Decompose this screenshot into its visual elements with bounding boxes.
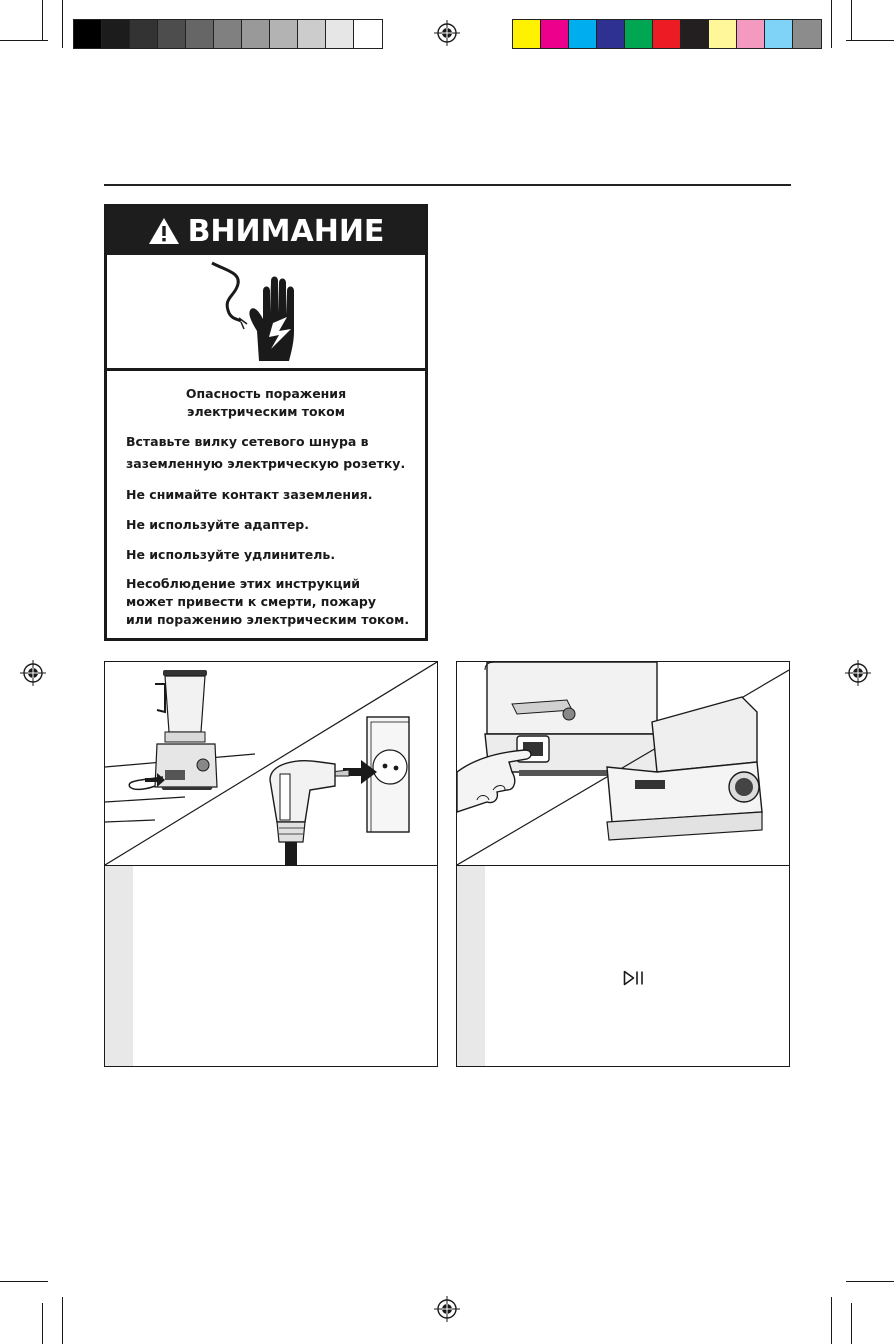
- grayscale-swatch: [102, 20, 130, 48]
- process-color-swatch: [569, 20, 597, 48]
- process-color-bar: [512, 19, 822, 49]
- warning-title-line-2: электрическим током: [187, 404, 345, 419]
- warning-instruction-line-1: Вставьте вилку сетевого шнура в: [126, 434, 369, 449]
- process-color-swatch: [653, 20, 681, 48]
- warning-heading: ВНИМАНИЕ: [187, 213, 385, 249]
- crop-mark-bottom-left-v: [42, 1303, 43, 1344]
- blender-plug-illustration: [105, 662, 437, 866]
- crop-mark-bottom-right-h: [846, 1281, 894, 1282]
- crop-mark-top-left-v2: [62, 0, 63, 48]
- blender-small-icon: [154, 670, 218, 790]
- plug-in-illustration: [105, 662, 437, 866]
- grayscale-color-bar: [73, 19, 383, 49]
- process-color-swatch: [625, 20, 653, 48]
- power-switch-illustration: [457, 662, 789, 866]
- process-color-swatch: [709, 20, 737, 48]
- warning-header: ВНИМАНИЕ: [107, 207, 425, 255]
- warning-title-line-1: Опасность поражения: [185, 386, 347, 401]
- process-color-swatch: [541, 20, 569, 48]
- grayscale-swatch: [270, 20, 298, 48]
- electric-shock-hand-icon: [211, 261, 294, 361]
- grayscale-swatch: [214, 20, 242, 48]
- step-panel-plug-in: [104, 661, 438, 1067]
- grayscale-swatch: [354, 20, 382, 48]
- crop-mark-top-right-v2: [831, 0, 832, 48]
- process-color-swatch: [737, 20, 765, 48]
- registration-mark-top: [434, 20, 460, 46]
- grayscale-swatch: [130, 20, 158, 48]
- grayscale-swatch: [158, 20, 186, 48]
- crop-mark-bottom-right-v: [851, 1303, 852, 1344]
- process-color-swatch: [681, 20, 709, 48]
- warning-triangle-icon: [148, 218, 179, 244]
- process-color-swatch: [793, 20, 821, 48]
- header-rule: [104, 184, 791, 186]
- grayscale-swatch: [326, 20, 354, 48]
- crop-mark-bottom-left-h: [0, 1281, 48, 1282]
- warning-item-ground: Не снимайте контакт заземления.: [126, 487, 373, 502]
- warning-item-adapter: Не используйте адаптер.: [126, 517, 310, 532]
- play-pause-icon: [623, 970, 643, 986]
- warning-consequence-line-1: Несоблюдение этих инструкций: [126, 576, 361, 591]
- crop-mark-top-right-v: [851, 0, 852, 40]
- crop-mark-top-left-v: [42, 0, 43, 40]
- warning-item-extension: Не используйте удлинитель.: [126, 547, 336, 562]
- warning-consequence-line-2: может привести к смерти, пожару: [126, 594, 376, 609]
- crop-mark-top-right-h: [846, 40, 894, 41]
- blender-base-front-icon: [606, 696, 763, 841]
- crop-mark-top-left-h: [0, 40, 48, 41]
- process-color-swatch: [513, 20, 541, 48]
- grayscale-swatch: [186, 20, 214, 48]
- blender-switch-illustration: [457, 662, 789, 866]
- step-number-strip: [105, 866, 133, 1066]
- crop-mark-bottom-right-v2: [831, 1297, 832, 1344]
- warning-consequence-line-3: или поражению электрическим током.: [126, 612, 410, 627]
- registration-mark-bottom: [434, 1296, 460, 1322]
- warning-text: Опасность поражения электрическим током …: [107, 375, 425, 629]
- step-text-area-power-switch: [457, 865, 789, 1066]
- warning-box: ВНИМАНИЕ Опасность поражения электрическ…: [104, 204, 428, 641]
- plug-icon: [269, 760, 350, 865]
- hand-pointing-icon: [457, 749, 532, 813]
- step-number-strip: [457, 866, 485, 1066]
- grayscale-swatch: [242, 20, 270, 48]
- registration-mark-left: [20, 660, 46, 686]
- registration-mark-right: [845, 660, 871, 686]
- process-color-swatch: [765, 20, 793, 48]
- grayscale-swatch: [298, 20, 326, 48]
- process-color-swatch: [597, 20, 625, 48]
- crop-mark-bottom-left-v2: [62, 1297, 63, 1344]
- step-panel-power-switch: [456, 661, 790, 1067]
- step-text-area-plug-in: [105, 865, 437, 1066]
- grayscale-swatch: [74, 20, 102, 48]
- shock-hazard-area: [107, 255, 425, 371]
- warning-instruction-line-2: заземленную электрическую розетку.: [126, 456, 406, 471]
